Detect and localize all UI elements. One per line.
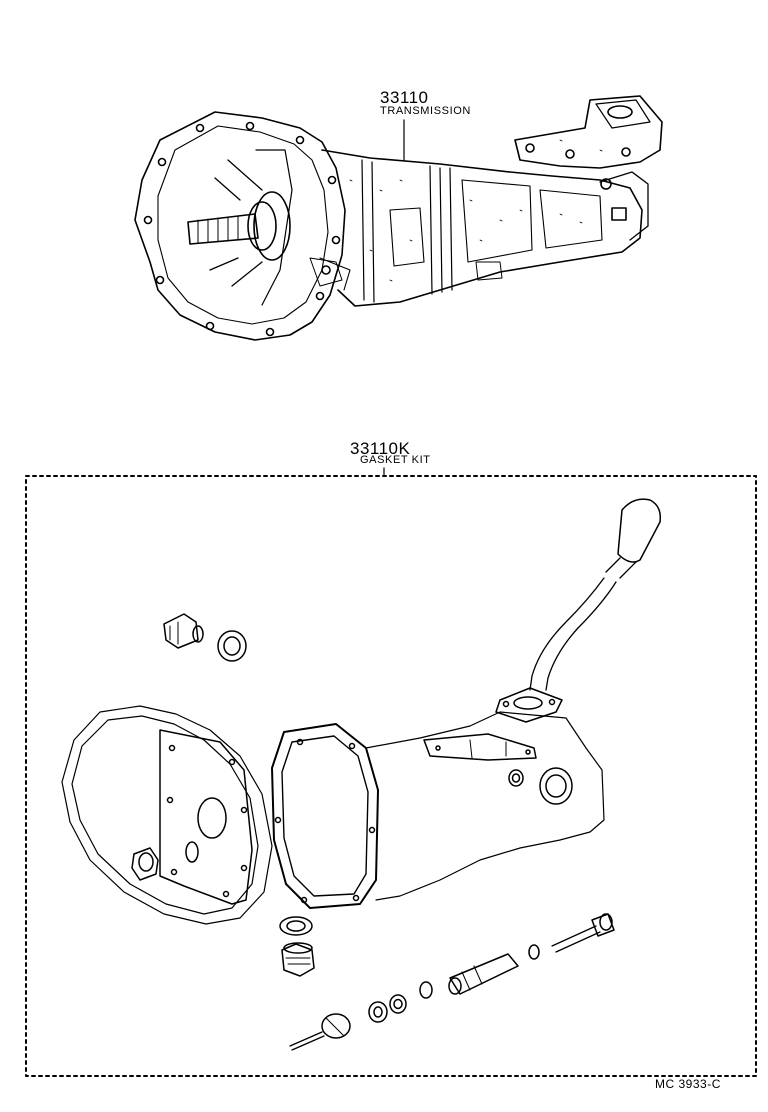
drain-plug-upper xyxy=(163,613,204,649)
extension-gasket xyxy=(423,733,537,761)
side-plug xyxy=(131,847,159,881)
gasket-kit-name-label: GASKET KIT xyxy=(360,454,431,466)
bell-housing-outline xyxy=(61,705,273,925)
front-plate-gasket xyxy=(159,729,253,905)
transmission-name-label: TRANSMISSION xyxy=(380,105,471,117)
transmission-case-outline xyxy=(365,711,605,901)
transmission-part-number: 33110 xyxy=(380,88,429,107)
shift-rod-parts xyxy=(289,913,615,1051)
transmission-assembly xyxy=(134,95,663,341)
case-gasket xyxy=(271,723,379,909)
oil-seal-upper xyxy=(217,630,247,662)
drain-plug-lower xyxy=(281,942,315,977)
shift-lever xyxy=(495,498,662,723)
speedometer-seal xyxy=(508,769,524,787)
figure-code: MC 3933-C xyxy=(655,1077,721,1091)
gasket-kit-exploded-view xyxy=(61,498,662,1051)
oil-seal-lower xyxy=(279,916,313,936)
gasket-kit-boundary xyxy=(25,467,757,1077)
gasket-kit-part-number: 33110K xyxy=(350,439,411,458)
rear-oil-seal xyxy=(539,767,573,805)
